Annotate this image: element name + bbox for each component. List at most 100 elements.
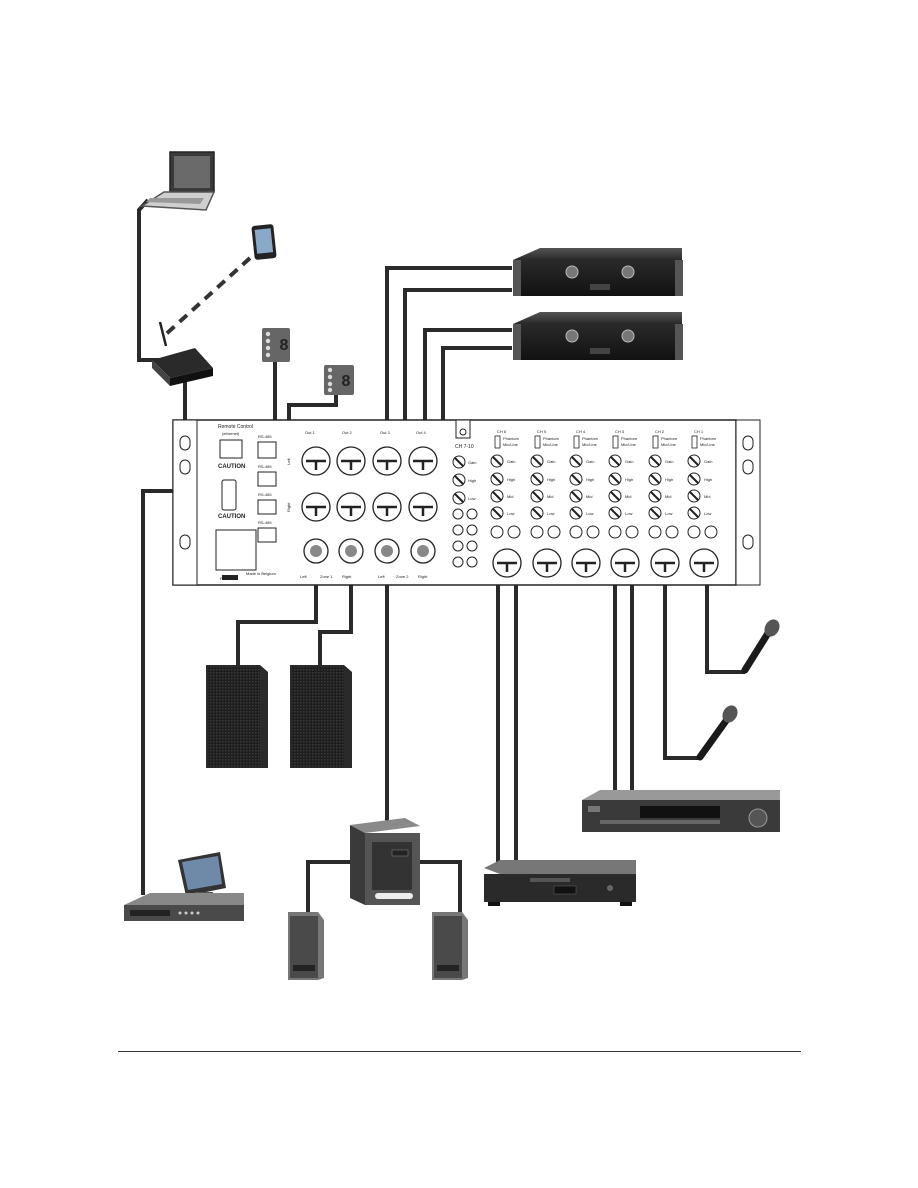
- tuner-icon: [582, 790, 780, 832]
- phantom-switch[interactable]: [691, 435, 698, 449]
- line-jack-left[interactable]: [530, 525, 544, 539]
- knob-label-low: Low: [547, 511, 554, 516]
- fuse-label: Fuse: [220, 576, 230, 581]
- out-4-label: Out 4: [416, 430, 427, 435]
- zone-label-5: Right: [418, 574, 428, 579]
- knob-indicator: [650, 508, 660, 518]
- line-jack-left[interactable]: [490, 525, 504, 539]
- caution-2: CAUTION: [218, 514, 245, 520]
- phantom-switch[interactable]: [612, 435, 619, 449]
- satellite-speaker-left: [288, 912, 324, 980]
- channel-label: CH 6: [497, 429, 507, 434]
- channel-label: CH 4: [576, 429, 586, 434]
- zone-label-2: Right: [342, 574, 352, 579]
- cable-mic1: [663, 565, 700, 760]
- knob-indicator: [532, 456, 542, 466]
- knob-indicator: [610, 508, 620, 518]
- ch710-high: High: [468, 478, 476, 483]
- phantom-switch[interactable]: [494, 435, 501, 449]
- remote-control-sub: (ethernet): [222, 431, 240, 436]
- knob-label-mid: Mid: [507, 494, 513, 499]
- cable-speaker-right: [318, 550, 353, 665]
- knob-label-low: Low: [586, 511, 593, 516]
- line-jack-right[interactable]: [704, 525, 718, 539]
- mic-line-label: Mic/Line: [543, 442, 559, 447]
- knob-label-mid: Mid: [625, 494, 631, 499]
- zone-label-3: Left: [378, 574, 386, 579]
- phantom-switch[interactable]: [534, 435, 541, 449]
- rs485-label-1: RS-485: [258, 434, 272, 439]
- knob-indicator: [689, 456, 699, 466]
- knob-label-low: Low: [704, 511, 711, 516]
- line-jack-right[interactable]: [586, 525, 600, 539]
- phantom-switch[interactable]: [652, 435, 659, 449]
- smartphone-icon: [251, 224, 277, 260]
- line-jack-right[interactable]: [547, 525, 561, 539]
- subwoofer-icon: [350, 818, 420, 905]
- knob-indicator: [610, 491, 620, 501]
- panel-2-display: 8: [342, 373, 351, 390]
- cable-laptop-router: [137, 198, 160, 362]
- page-rule: [118, 1051, 801, 1052]
- knob-indicator: [571, 456, 581, 466]
- knob-label-low: Low: [507, 511, 514, 516]
- ch710-knobs: Gain High Low: [452, 455, 478, 568]
- rs485-label-2: RS-485: [258, 464, 272, 469]
- line-jack-left[interactable]: [648, 525, 662, 539]
- knob-indicator: [492, 456, 502, 466]
- power-amplifier-1: [513, 248, 683, 296]
- speaker-left-brand: AUDAC: [215, 761, 229, 766]
- zone-label-1: Zone 1: [320, 574, 333, 579]
- line-jack-right[interactable]: [665, 525, 679, 539]
- remote-control-label: Remote Control: [218, 424, 253, 430]
- knob-label-high: High: [586, 477, 594, 482]
- speaker-right-brand: AUDAC: [299, 761, 313, 766]
- knob-indicator: [650, 474, 660, 484]
- cable-mic2: [705, 565, 745, 674]
- phantom-label: Phantom: [661, 436, 678, 441]
- knob-label-high: High: [547, 477, 555, 482]
- laptop-icon: [139, 151, 216, 211]
- wall-panel-2: 8: [324, 365, 354, 395]
- out-3-label: Out 3: [380, 430, 391, 435]
- out-2-label: Out 2: [342, 430, 353, 435]
- mic-line-label: Mic/Line: [661, 442, 677, 447]
- zone-label-0: Left: [300, 574, 308, 579]
- line-jack-right[interactable]: [625, 525, 639, 539]
- knob-indicator: [492, 491, 502, 501]
- line-jack-left[interactable]: [608, 525, 622, 539]
- ch710-label: CH 7-10: [455, 444, 474, 450]
- cable-speaker-left: [236, 550, 318, 665]
- phantom-label: Phantom: [582, 436, 599, 441]
- cable-amp1-left: [385, 266, 512, 460]
- mic-line-label: Mic/Line: [700, 442, 716, 447]
- knob-label-mid: Mid: [547, 494, 553, 499]
- phantom-switch[interactable]: [573, 435, 580, 449]
- line-jack-left[interactable]: [687, 525, 701, 539]
- knob-label-gain: Gain: [665, 459, 673, 464]
- side-b-label: Right: [286, 502, 291, 512]
- microphone-2: [696, 705, 738, 761]
- knob-indicator: [571, 474, 581, 484]
- knob-label-mid: Mid: [586, 494, 592, 499]
- knob-indicator: [689, 491, 699, 501]
- knob-label-high: High: [507, 477, 515, 482]
- knob-label-gain: Gain: [625, 459, 633, 464]
- speaker-left: AUDAC: [206, 665, 268, 768]
- line-jack-right[interactable]: [507, 525, 521, 539]
- ch710-low: Low: [468, 496, 475, 501]
- line-jack-left[interactable]: [569, 525, 583, 539]
- knob-indicator: [650, 456, 660, 466]
- touchscreen-controller-icon: [124, 852, 244, 921]
- channel-label: CH 3: [615, 429, 625, 434]
- knob-indicator: [650, 491, 660, 501]
- made-in-label: Made in Belgium: [246, 571, 276, 576]
- knob-indicator: [492, 508, 502, 518]
- knob-indicator: [532, 474, 542, 484]
- microphone-1: [741, 619, 780, 674]
